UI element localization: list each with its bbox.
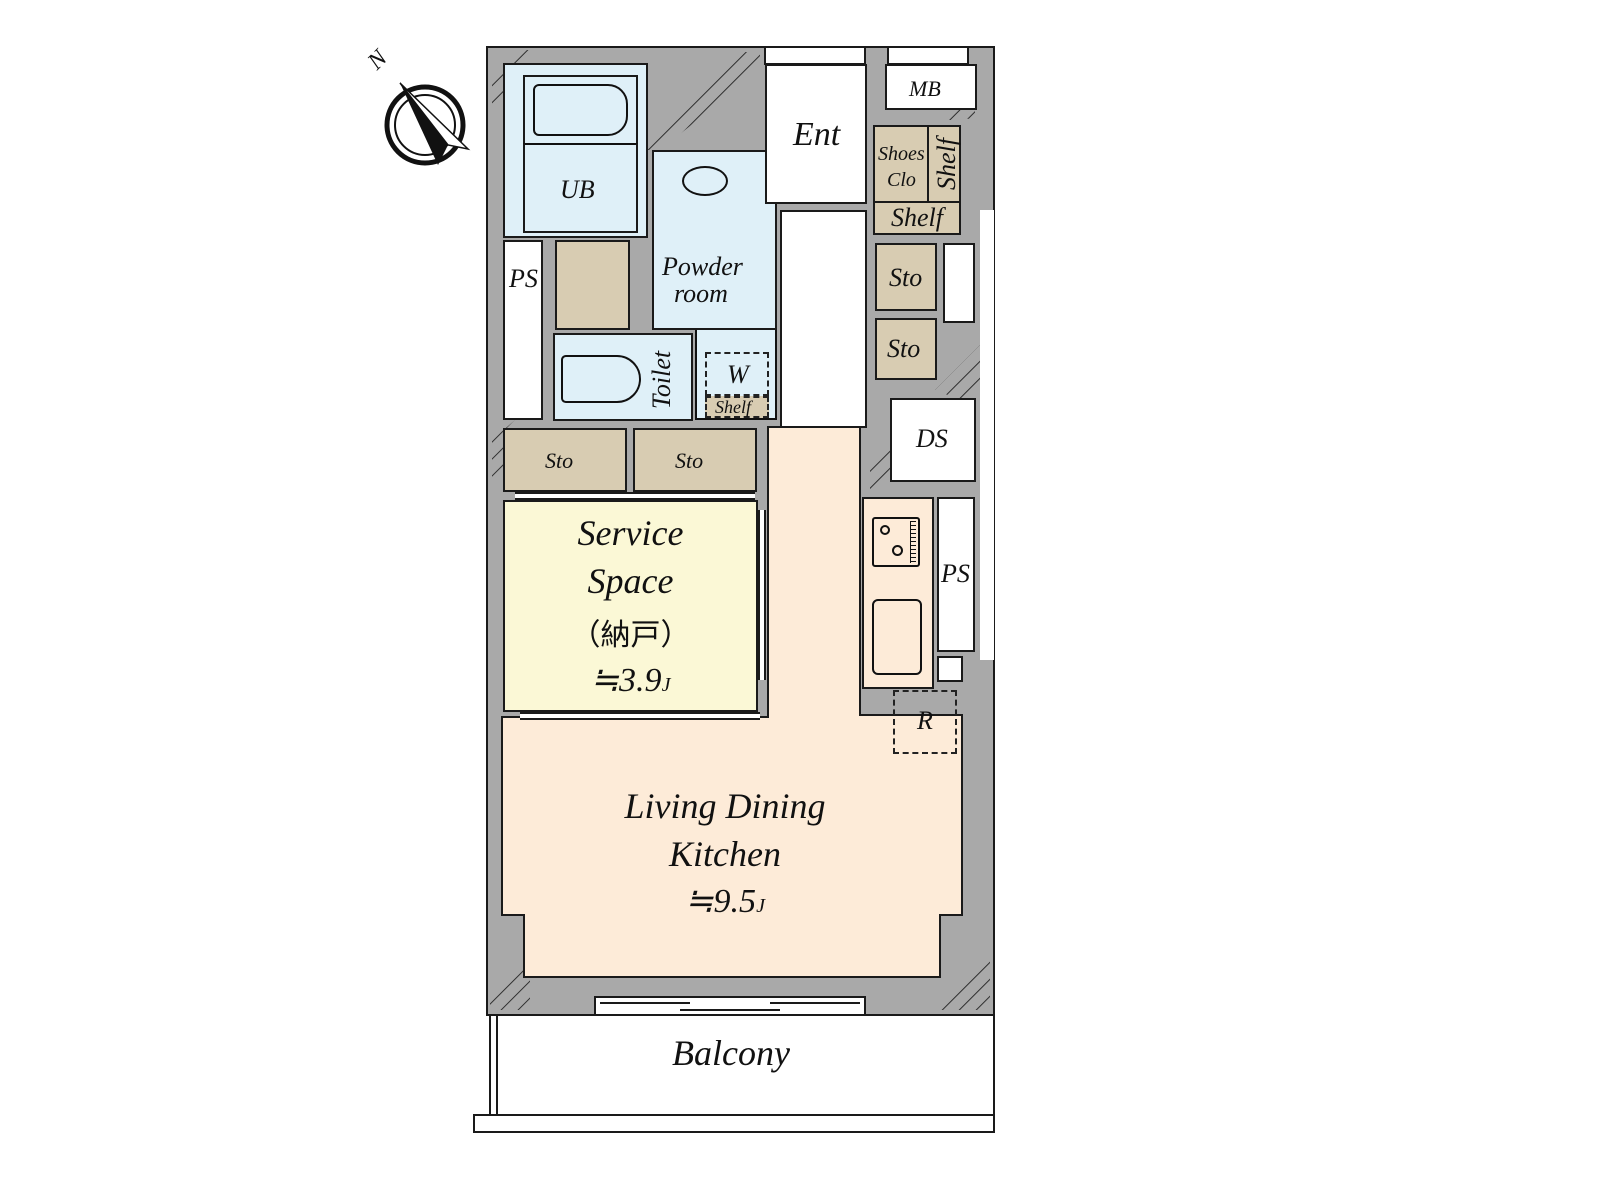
service-space-area-unit: J <box>661 674 671 696</box>
balcony-label: Balcony <box>672 1033 790 1073</box>
pipe-space-kitchen: PS <box>937 497 975 652</box>
storage-upper: Sto <box>875 243 937 311</box>
meter-box-label: MB <box>909 76 941 101</box>
bath-floor <box>523 143 638 233</box>
toilet-icon <box>561 355 641 403</box>
north-arrow: N <box>360 45 480 175</box>
service-space-door-top <box>515 492 755 500</box>
powder-room-label-1: Powder <box>662 252 743 281</box>
bathtub-icon <box>533 84 628 136</box>
shoes-shelf-horizontal-label: Shelf <box>891 203 943 232</box>
ldk-area-value: ≒9.5 <box>685 883 757 920</box>
powder-room-label-2: room <box>674 279 728 308</box>
pipe-space-left: PS <box>503 240 543 420</box>
storage-right-label: Sto <box>675 448 704 473</box>
washer-shelf: Shelf <box>705 396 769 418</box>
kitchen-counter <box>862 497 934 689</box>
washer-space: W <box>705 352 769 396</box>
shoes-closet: Shoes Clo <box>873 125 929 203</box>
service-space-door-side <box>758 510 766 680</box>
burner-icon <box>892 545 903 556</box>
ldk-area-unit: J <box>756 895 765 917</box>
ldk-label-1: Living Dining <box>624 786 826 826</box>
service-space-area: ≒3.9J <box>505 660 756 700</box>
duct-space-label: DS <box>916 424 948 453</box>
pipe-space-kitchen-label: PS <box>941 559 970 588</box>
washer-label: W <box>727 360 749 389</box>
north-arrow-icon <box>384 82 471 166</box>
duct-space: DS <box>890 398 976 482</box>
shoes-closet-label-2: Clo <box>887 169 916 191</box>
linen-storage <box>555 240 630 330</box>
shoes-shelf-vertical-label: Shelf <box>932 138 961 190</box>
refrigerator-space: R <box>893 690 957 754</box>
service-space-label-jp: （納戸） <box>570 618 691 653</box>
ldk-label-group: Living Dining Kitchen ≒9.5J <box>560 785 890 925</box>
service-space-area-value: ≒3.9 <box>590 662 662 699</box>
ldk-label-2: Kitchen <box>669 834 781 874</box>
storage-upper-label: Sto <box>889 263 923 292</box>
bathtub-area <box>523 75 638 145</box>
entrance: Ent <box>765 64 867 204</box>
service-space: Service Space （納戸） ≒3.9J <box>503 500 758 712</box>
service-space-door-bottom <box>520 712 760 720</box>
storage-right: Sto <box>633 428 757 492</box>
storage-left-label: Sto <box>545 448 574 473</box>
storage-lower-label: Sto <box>887 334 921 363</box>
entrance-label: Ent <box>793 116 841 153</box>
sink-icon <box>682 166 728 196</box>
service-space-label-1: Service <box>577 513 684 553</box>
storage-lower: Sto <box>875 318 937 380</box>
shoes-shelf-horizontal: Shelf <box>873 201 961 235</box>
shoes-closet-label-1: Shoes <box>878 143 925 165</box>
closet-white <box>943 243 975 323</box>
service-space-label-2: Space <box>587 561 674 601</box>
unit-bath-label: UB <box>560 175 595 204</box>
refrigerator-label: R <box>917 706 933 735</box>
pipe-space-kitchen-small <box>937 656 963 682</box>
ldk-area: ≒9.5J <box>560 881 890 921</box>
ldk-room <box>501 426 963 978</box>
unit-bath: UB <box>503 63 648 238</box>
toilet-label: Toilet <box>647 350 677 410</box>
powder-room: Powder room <box>652 150 777 330</box>
storage-left: Sto <box>503 428 627 492</box>
kitchen-sink-icon <box>872 599 922 675</box>
pipe-space-left-label: PS <box>509 264 538 293</box>
shoes-shelf-vertical: Shelf <box>927 125 961 203</box>
stove-icon <box>872 517 920 567</box>
grill-icon <box>910 521 916 563</box>
washer-shelf-label: Shelf <box>715 397 751 417</box>
meter-box: MB <box>885 64 977 110</box>
burner-icon <box>880 525 890 535</box>
toilet-room: Toilet <box>553 333 693 421</box>
hallway <box>780 210 867 428</box>
